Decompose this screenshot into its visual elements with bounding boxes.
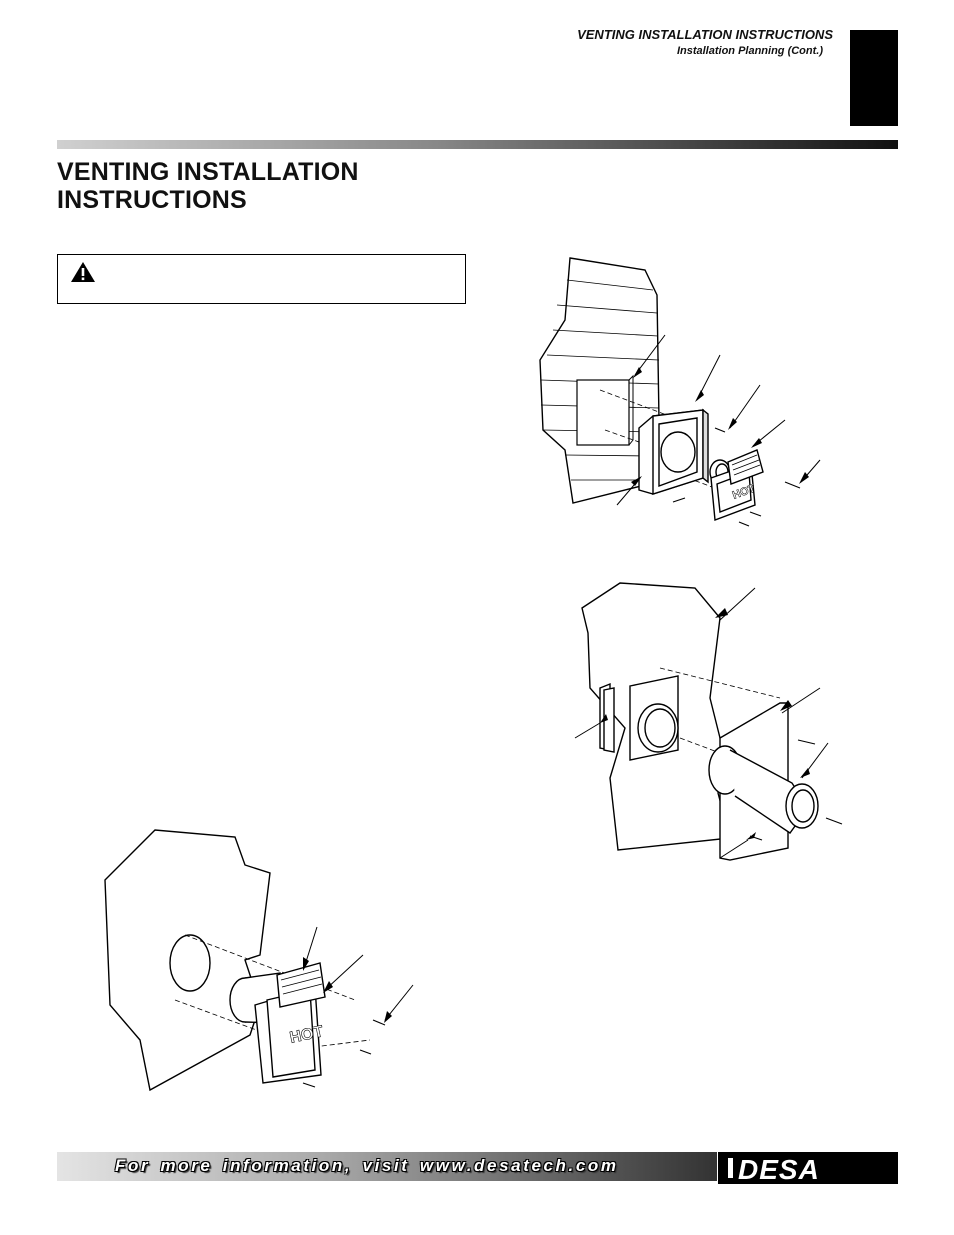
warning-box [57,254,466,304]
header-divider [57,140,898,149]
section-tab-marker [850,30,898,126]
desa-logo: DESA [718,1152,898,1184]
header-section-title: VENTING INSTALLATION INSTRUCTIONS [577,27,833,42]
siding-vent-figure: HOT [539,257,821,527]
header-subsection: Installation Planning (Cont.) [676,45,823,57]
page-title-line1: VENTING INSTALLATION [57,158,359,186]
footer-bar: For more information, visit www.desatech… [57,1152,717,1181]
desa-logo-text: DESA [738,1154,820,1184]
page-title: VENTING INSTALLATION INSTRUCTIONS [57,158,359,214]
wall-vent-figure: HOT [104,829,414,1092]
warning-triangle-icon [71,262,95,282]
page-title-line2: INSTRUCTIONS [57,186,247,214]
wall-sleeve-figure [574,582,843,861]
footer-website-text: For more information, visit www.desatech… [115,1156,619,1175]
